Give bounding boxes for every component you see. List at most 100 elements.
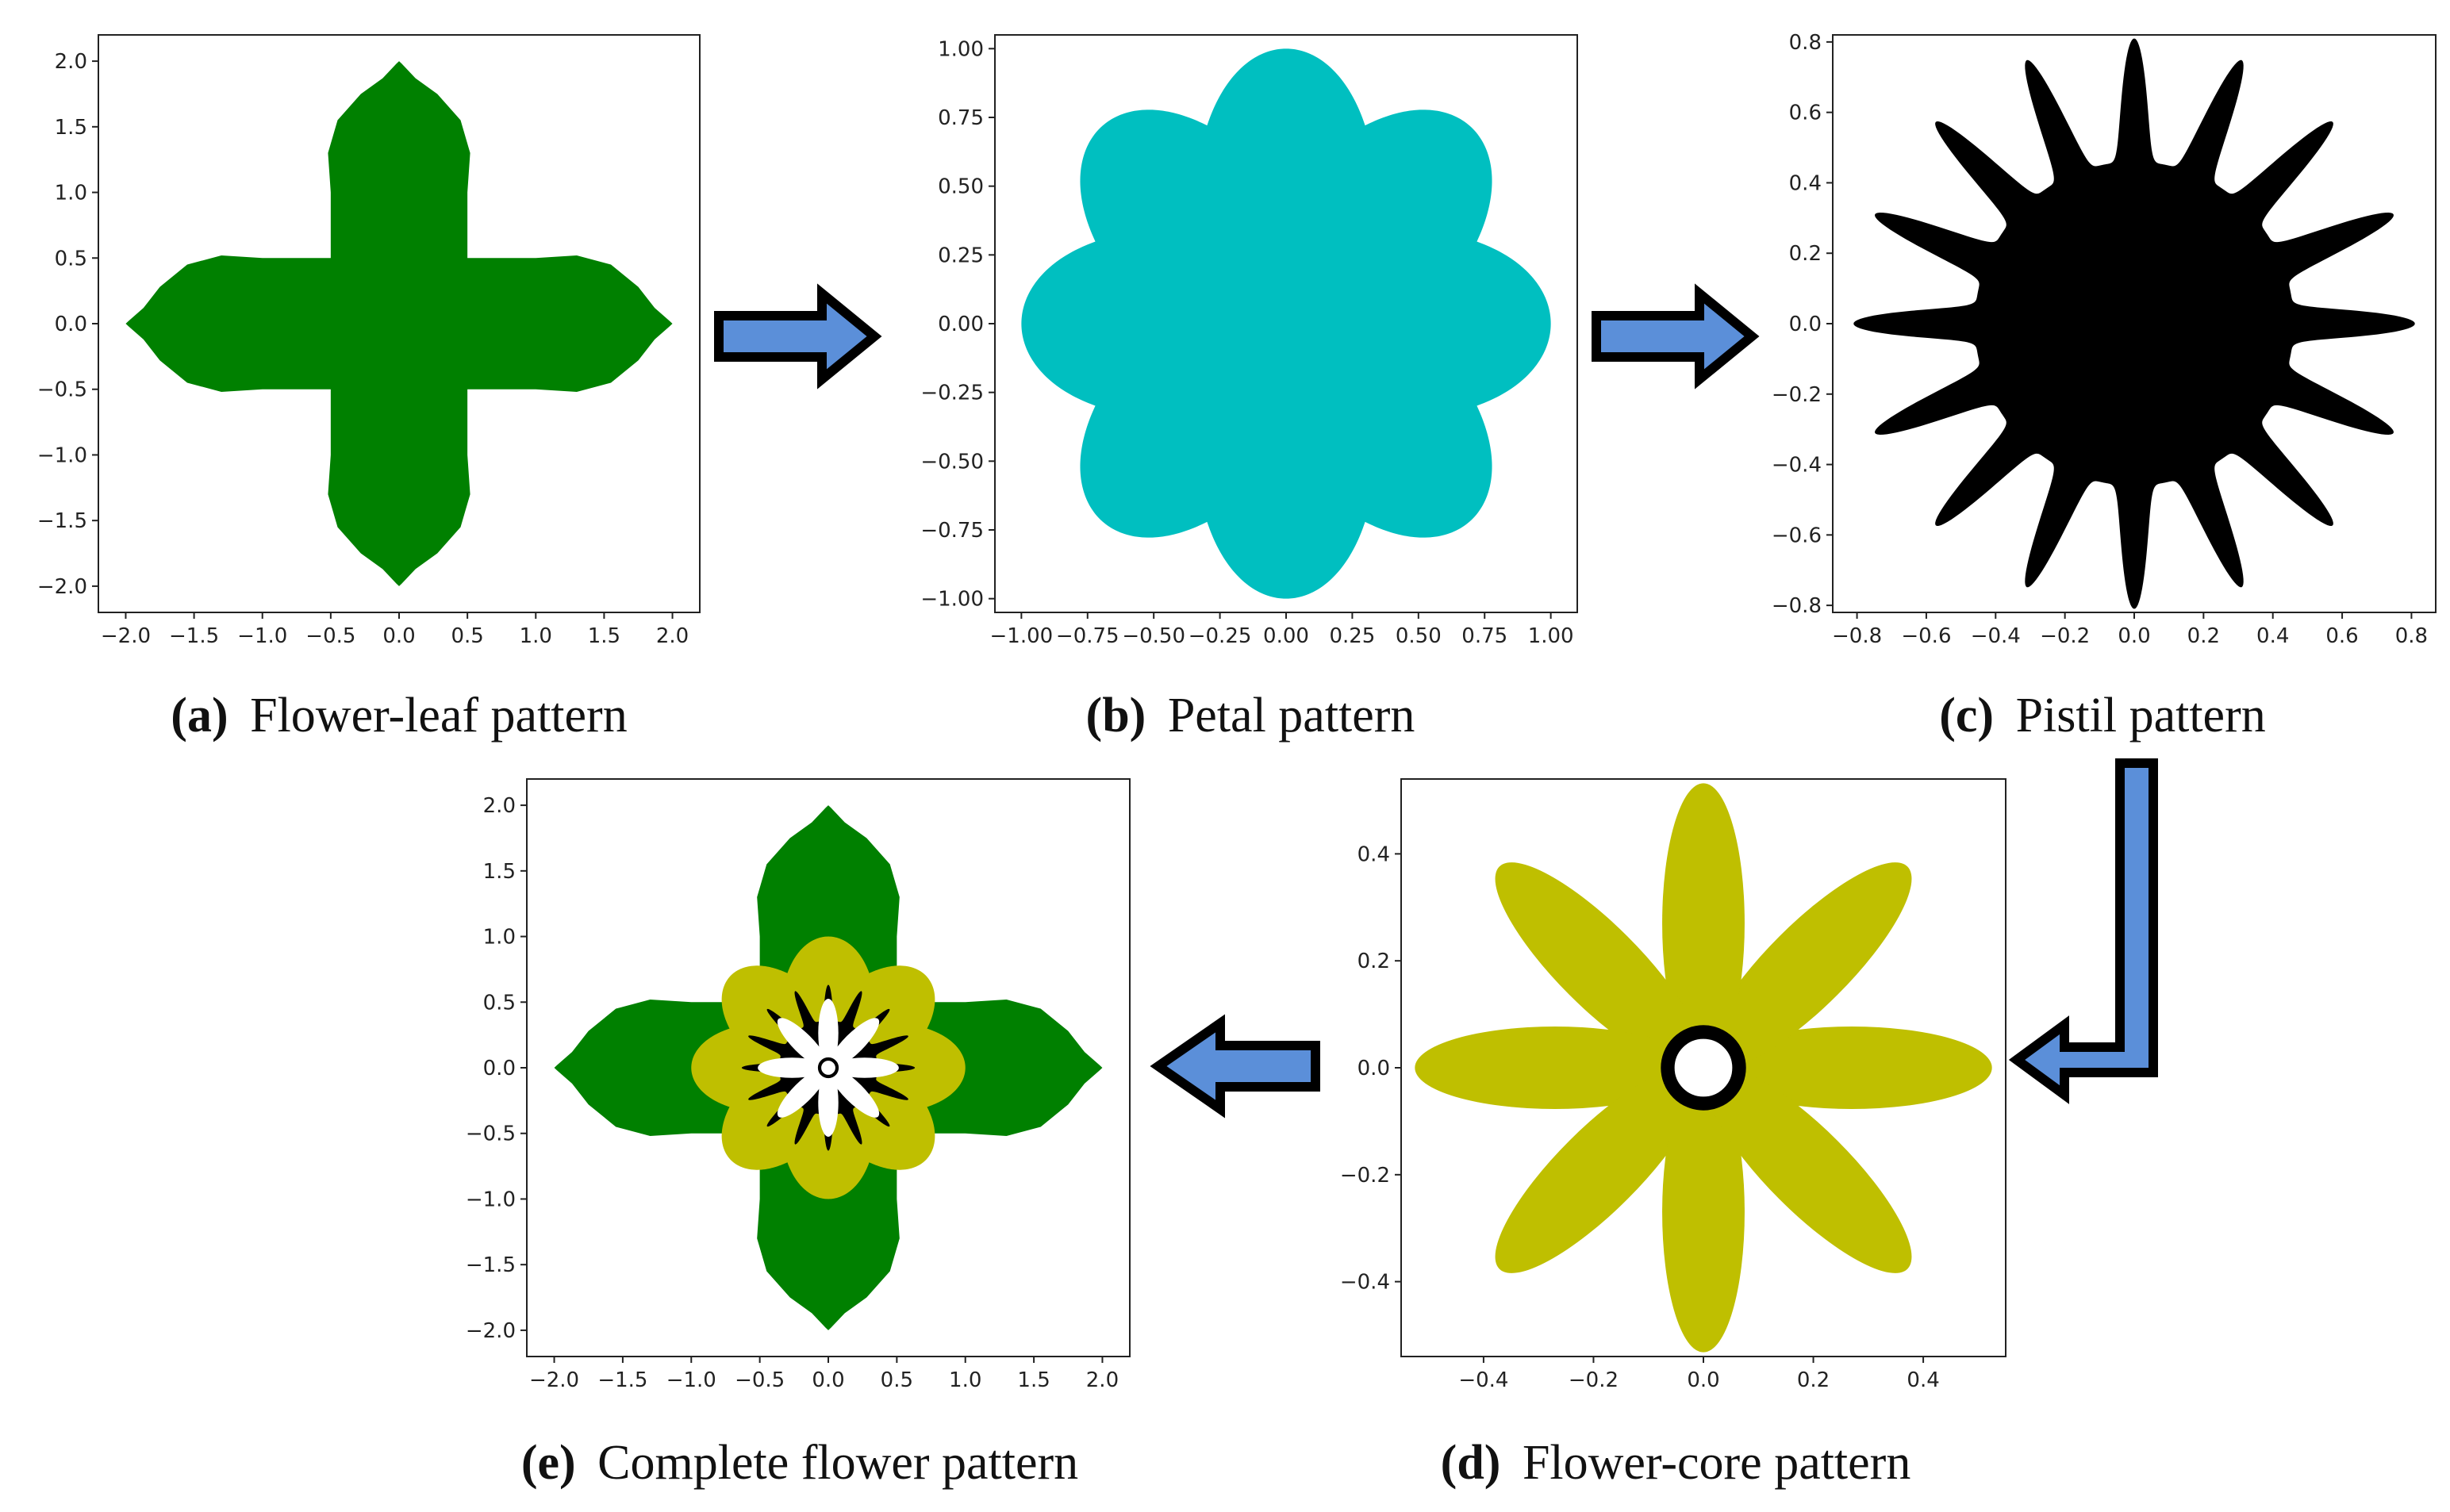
y-tick-label: −1.5 xyxy=(37,509,87,533)
x-tick-label: −0.5 xyxy=(305,624,355,648)
caption-title: Complete flower pattern xyxy=(597,1436,1078,1490)
x-tick-label: 1.0 xyxy=(520,624,552,648)
core-ring xyxy=(817,1057,839,1079)
y-tick-label: 2.0 xyxy=(55,50,87,74)
y-tick-label: 0.50 xyxy=(938,175,984,199)
x-tick-label: −2.0 xyxy=(101,624,151,648)
core-petal xyxy=(1495,862,1702,1069)
x-tick-label: 0.5 xyxy=(881,1368,913,1392)
y-tick-label: 0.5 xyxy=(55,247,87,271)
arrow-left-d-to-e xyxy=(1150,1014,1320,1119)
y-tick-label: 1.0 xyxy=(483,926,516,950)
caption: (a) Flower-leaf pattern xyxy=(171,689,627,743)
caption-letter: (e) xyxy=(521,1436,576,1490)
flower-core-shape xyxy=(1415,783,1992,1353)
x-tick-label: 0.0 xyxy=(2118,624,2150,648)
y-tick-label: −0.2 xyxy=(1772,383,1822,407)
y-tick-label: 0.75 xyxy=(938,106,984,130)
y-tick-label: 1.00 xyxy=(938,37,984,61)
caption-title: Flower-leaf pattern xyxy=(250,689,628,743)
core-petal xyxy=(777,1018,828,1069)
x-tick-label: −0.2 xyxy=(1569,1368,1619,1392)
x-tick-label: −0.6 xyxy=(1901,624,1951,648)
x-tick-label: 0.00 xyxy=(1263,624,1309,648)
pistil-shape xyxy=(1853,38,2415,609)
y-tick-label: 0.8 xyxy=(1789,31,1822,55)
core-petal xyxy=(1415,1027,1695,1109)
y-tick-label: 0.25 xyxy=(938,244,984,267)
x-tick-label: 0.5 xyxy=(451,624,483,648)
y-tick-label: 0.4 xyxy=(1789,171,1822,195)
y-tick-label: −0.4 xyxy=(1772,454,1822,478)
y-tick-label: 0.0 xyxy=(55,313,87,336)
core-petal xyxy=(777,1067,828,1118)
caption-letter: (b) xyxy=(1086,689,1146,743)
y-tick-label: −0.6 xyxy=(1772,524,1822,547)
x-tick-label: 0.4 xyxy=(1907,1368,1939,1392)
x-tick-label: −0.75 xyxy=(1056,624,1119,648)
x-tick-label: 0.75 xyxy=(1461,624,1507,648)
x-tick-label: 1.0 xyxy=(949,1368,981,1392)
x-tick-label: −0.8 xyxy=(1832,624,1882,648)
y-tick-label: 0.5 xyxy=(483,991,516,1015)
arrow-right-b-to-c xyxy=(1592,283,1760,390)
x-tick-label: 0.25 xyxy=(1329,624,1375,648)
core-petal xyxy=(758,1057,827,1078)
y-tick-labels: 0.80.60.40.20.0−0.2−0.4−0.6−0.8 xyxy=(1772,31,1833,618)
y-tick-labels: 2.01.51.00.50.0−0.5−1.0−1.5−2.0 xyxy=(37,50,98,599)
x-tick-label: 1.00 xyxy=(1528,624,1574,648)
core-petal xyxy=(1705,862,1912,1069)
petal-shape xyxy=(1021,48,1551,599)
y-tick-label: −0.75 xyxy=(920,519,984,543)
y-tick-label: 0.6 xyxy=(1789,102,1822,125)
y-tick-label: −0.5 xyxy=(37,378,87,402)
caption: (c) Pistil pattern xyxy=(1939,689,2265,743)
x-tick-label: −0.4 xyxy=(1458,1368,1508,1392)
caption-letter: (d) xyxy=(1441,1436,1501,1490)
x-tick-label: 0.2 xyxy=(1797,1368,1830,1392)
x-tick-label: 1.5 xyxy=(588,624,620,648)
x-tick-label: −1.5 xyxy=(597,1368,647,1392)
core-petal xyxy=(830,1057,899,1078)
core-petal xyxy=(828,1067,880,1118)
core-petal xyxy=(1711,1027,1992,1109)
core-petal xyxy=(1662,1072,1745,1353)
x-tick-label: −0.50 xyxy=(1122,624,1185,648)
caption: (d) Flower-core pattern xyxy=(1441,1436,1911,1490)
caption-letter: (a) xyxy=(171,689,228,743)
y-tick-label: 1.0 xyxy=(55,182,87,205)
x-tick-label: 0.4 xyxy=(2256,624,2289,648)
y-tick-label: −1.5 xyxy=(466,1253,516,1277)
core-petal xyxy=(1705,1066,1912,1273)
y-tick-label: 1.5 xyxy=(55,116,87,140)
y-tick-label: −1.0 xyxy=(37,443,87,467)
y-tick-label: −0.2 xyxy=(1340,1164,1390,1188)
y-tick-labels: 0.40.20.0−0.2−0.4 xyxy=(1340,842,1401,1295)
x-tick-label: 2.0 xyxy=(1086,1368,1119,1392)
y-tick-label: −0.50 xyxy=(920,450,984,474)
x-tick-label: 0.2 xyxy=(2187,624,2220,648)
caption-title: Petal pattern xyxy=(1168,689,1415,743)
x-tick-label: 0.6 xyxy=(2325,624,2358,648)
pistil-star xyxy=(1853,38,2415,609)
arrow-down-left-c-to-d xyxy=(2008,758,2158,1104)
caption: (e) Complete flower pattern xyxy=(521,1436,1078,1490)
caption-title: Pistil pattern xyxy=(2016,689,2266,743)
y-tick-label: 0.0 xyxy=(1789,313,1822,336)
x-tick-label: −0.2 xyxy=(2040,624,2090,648)
x-tick-label: −1.5 xyxy=(169,624,219,648)
x-tick-label: 0.0 xyxy=(812,1368,844,1392)
complete-flower-shape xyxy=(554,805,1103,1330)
y-tick-label: −0.25 xyxy=(920,382,984,405)
x-tick-label: −0.5 xyxy=(735,1368,785,1392)
y-tick-label: 0.2 xyxy=(1789,242,1822,266)
x-tick-label: −1.0 xyxy=(237,624,287,648)
y-tick-label: −0.5 xyxy=(466,1122,516,1146)
